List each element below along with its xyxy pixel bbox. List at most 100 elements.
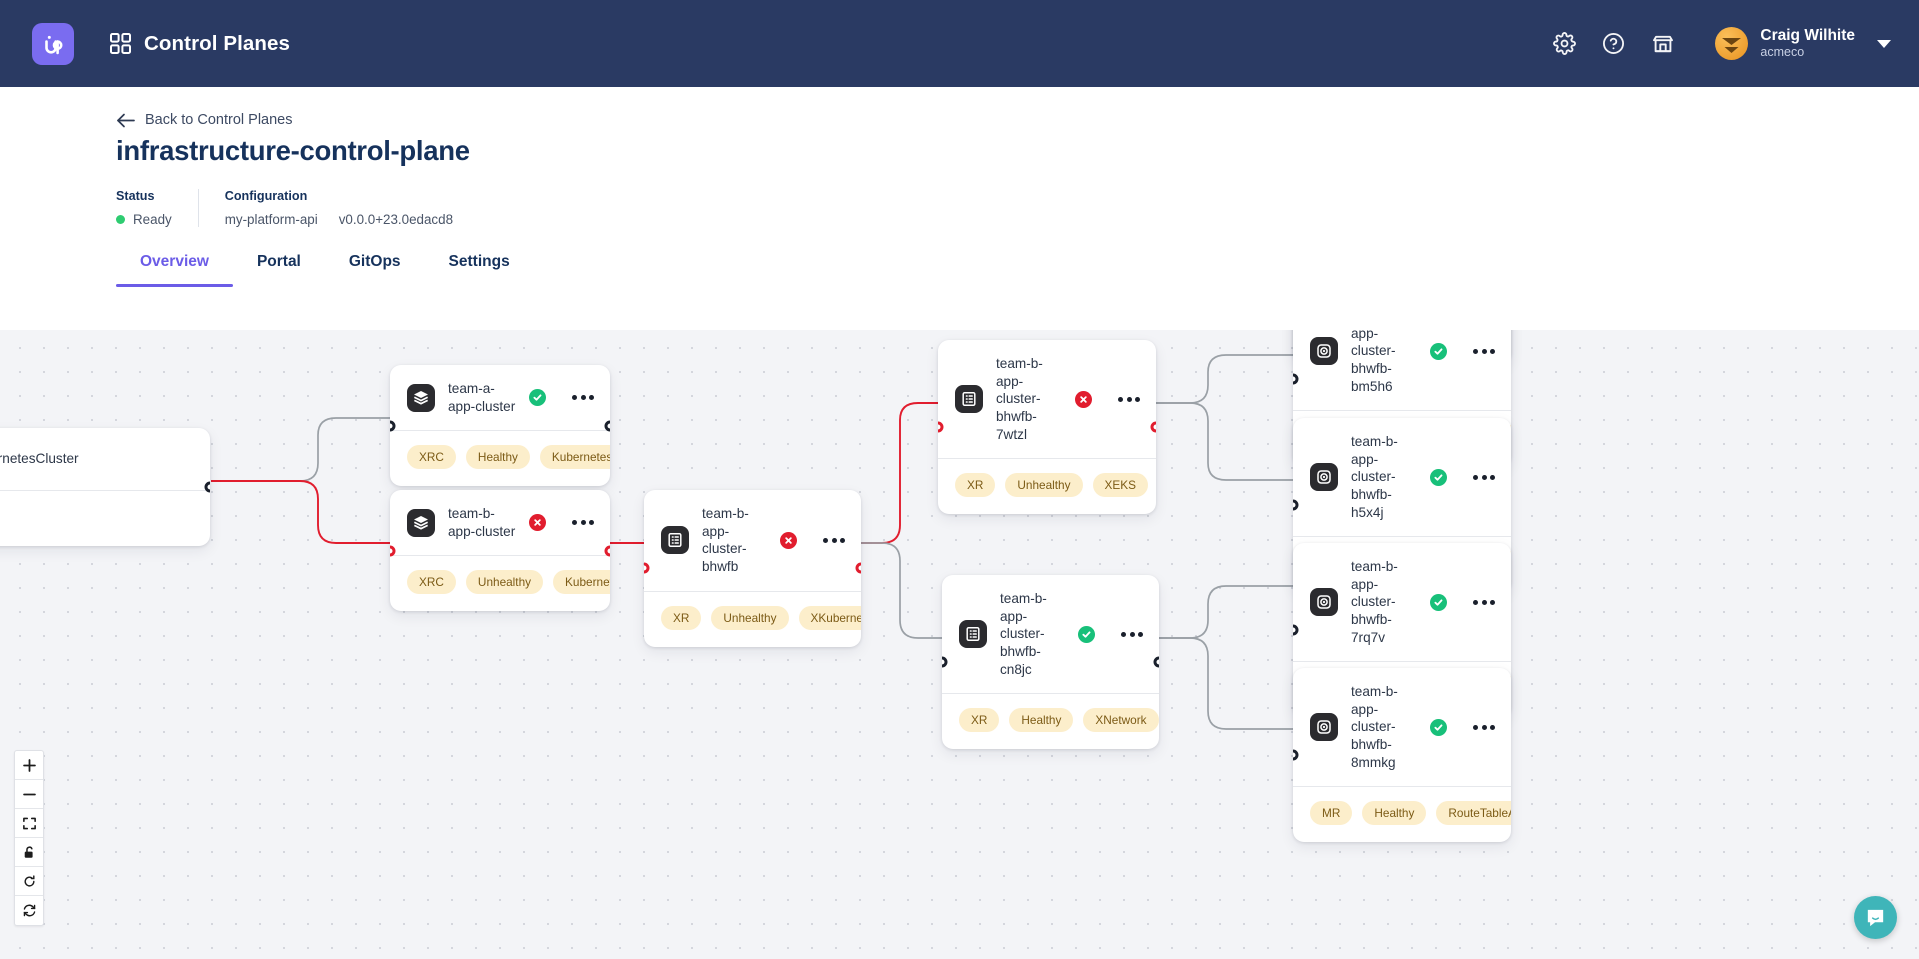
page-header: Back to Control Planes infrastructure-co…	[0, 87, 1919, 287]
layers-icon	[407, 508, 435, 537]
upbound-logo[interactable]	[32, 22, 74, 65]
composite-icon	[661, 526, 689, 555]
back-to-control-planes-link[interactable]: Back to Control Planes	[116, 112, 1919, 128]
port-left[interactable]	[1293, 749, 1299, 761]
managed-resource-icon	[1310, 713, 1338, 742]
page-title: infrastructure-control-plane	[116, 135, 470, 166]
tag-kind: MR	[1310, 801, 1353, 826]
port-right[interactable]	[604, 545, 610, 557]
reload-button[interactable]	[15, 867, 43, 896]
node-menu-button[interactable]	[1473, 474, 1495, 480]
node-team-b-app-cluster-bhwfb[interactable]: team-b-app-cluster-bhwfb XR Unhealthy XK…	[644, 490, 861, 647]
node-title: team-b-app-cluster-bhwfb-bm5h6	[1351, 330, 1396, 394]
layers-icon	[407, 383, 435, 412]
grid-icon	[110, 33, 131, 54]
node-tags: XRC Unhealthy KubernetesCluster	[390, 556, 610, 611]
node-menu-button[interactable]	[572, 395, 594, 401]
port-right[interactable]	[1153, 656, 1159, 668]
tag-type: KubernetesCluster	[553, 570, 610, 595]
node-header: team-b-app-cluster-bhwfb-cn8jc	[942, 575, 1159, 693]
status-healthy-icon	[1078, 625, 1095, 643]
port-left[interactable]	[1293, 499, 1299, 511]
node-team-b-app-cluster-bhwfb-7wtzl[interactable]: team-b-app-cluster-bhwfb-7wtzl XR Unheal…	[938, 340, 1156, 515]
node-team-b-app-cluster-bhwfb-8mmkg[interactable]: team-b-app-cluster-bhwfb-8mmkg MR Health…	[1293, 668, 1511, 843]
port-left[interactable]	[942, 656, 948, 668]
node-title: team-b-app-cluster-bhwfb-8mmkg	[1351, 684, 1398, 770]
node-divider	[938, 458, 1156, 460]
tag-kind: XR	[661, 605, 702, 630]
node-title: KubernetesCluster	[0, 451, 79, 467]
tab-settings[interactable]: Settings	[448, 253, 510, 270]
lock-button[interactable]	[15, 838, 43, 867]
edge-7wtzl-to-bm5h6	[1156, 354, 1293, 404]
port-left[interactable]	[390, 545, 396, 557]
node-kubernetescluster[interactable]: KubernetesCluster API	[0, 428, 210, 546]
node-menu-button[interactable]	[1118, 396, 1140, 402]
node-header: team-b-app-cluster-bhwfb-8mmkg	[1293, 668, 1511, 786]
node-title: team-b-app-cluster-bhwfb-7wtzl	[996, 356, 1043, 442]
node-header: team-b-app-cluster-bhwfb-h5x4j	[1293, 418, 1511, 536]
node-title: team-a-app-cluster	[448, 381, 516, 414]
configuration-name: my-platform-api	[224, 212, 318, 227]
refresh-icon	[24, 874, 35, 887]
node-title: team-b-app-cluster-bhwfb-7rq7v	[1351, 559, 1398, 645]
arrow-left-icon	[117, 113, 135, 127]
port-left[interactable]	[1293, 624, 1299, 636]
node-menu-button[interactable]	[1121, 631, 1143, 637]
managed-resource-icon	[1310, 588, 1338, 617]
node-menu-button[interactable]	[1473, 348, 1495, 354]
marketplace-icon[interactable]	[1651, 32, 1675, 56]
port-left[interactable]	[644, 562, 650, 574]
tab-gitops[interactable]: GitOps	[348, 253, 401, 270]
tag-kind: XRC	[407, 445, 456, 470]
node-menu-button[interactable]	[572, 520, 594, 526]
edge-cn8jc-to-7rq7v	[1159, 585, 1293, 639]
tab-bar: Overview Portal GitOps Settings	[116, 253, 1919, 287]
edge-api-to-team-a	[211, 417, 390, 482]
node-tags: XRC Healthy KubernetesCluster	[390, 431, 610, 486]
node-menu-button[interactable]	[1473, 599, 1495, 605]
tag-type: XNetwork	[1083, 708, 1159, 733]
nav-title[interactable]: Control Planes	[144, 31, 291, 55]
user-menu[interactable]: Craig Wilhite acmeco	[1715, 27, 1891, 60]
port-right[interactable]	[204, 481, 210, 493]
zoom-out-button[interactable]	[15, 780, 43, 809]
chevron-down-icon[interactable]	[1877, 39, 1891, 48]
fit-view-button[interactable]	[15, 809, 43, 838]
port-left[interactable]	[938, 421, 944, 433]
status-badge: Ready	[116, 212, 172, 227]
meta-row: Status Ready Configuration my-platform-a…	[116, 189, 1919, 227]
status-healthy-icon	[1430, 468, 1447, 486]
tag-health: Unhealthy	[1005, 473, 1083, 498]
node-header: team-b-app-cluster-bhwfb-bm5h6	[1293, 330, 1511, 410]
port-right[interactable]	[604, 420, 610, 432]
zoom-in-button[interactable]	[15, 751, 43, 780]
node-tags: MR Healthy RouteTableAssociation	[1293, 787, 1511, 842]
chat-support-button[interactable]	[1854, 896, 1897, 939]
node-menu-button[interactable]	[823, 537, 845, 543]
help-icon[interactable]	[1602, 32, 1625, 55]
tab-portal[interactable]: Portal	[256, 253, 301, 270]
port-left[interactable]	[1293, 373, 1299, 385]
status-healthy-icon	[1430, 593, 1447, 611]
resource-graph-canvas[interactable]: KubernetesCluster API team-a-app-cluster	[0, 330, 1919, 959]
node-team-b-app-cluster[interactable]: team-b-app-cluster XRC Unhealthy Kuberne…	[390, 490, 610, 612]
avatar	[1715, 27, 1749, 60]
node-divider	[390, 555, 610, 557]
node-tags: XR Healthy XNetwork	[942, 694, 1159, 749]
gear-icon[interactable]	[1553, 32, 1577, 55]
node-tags: XR Unhealthy XKubernetesCluster	[644, 592, 861, 647]
status-healthy-icon	[1430, 718, 1447, 736]
top-navigation-bar: Control Planes	[0, 0, 1919, 87]
tag-type: XEKS	[1092, 473, 1148, 498]
port-right[interactable]	[1150, 421, 1156, 433]
node-team-b-app-cluster-bhwfb-cn8jc[interactable]: team-b-app-cluster-bhwfb-cn8jc XR Health…	[942, 575, 1159, 750]
port-right[interactable]	[855, 562, 861, 574]
node-menu-button[interactable]	[1473, 724, 1495, 730]
port-left[interactable]	[390, 420, 396, 432]
tab-overview[interactable]: Overview	[116, 253, 233, 287]
tag-type: KubernetesCluster	[539, 445, 610, 470]
node-divider	[1293, 661, 1511, 663]
sync-button[interactable]	[15, 896, 43, 925]
node-team-a-app-cluster[interactable]: team-a-app-cluster XRC Healthy Kubernete…	[390, 365, 610, 487]
